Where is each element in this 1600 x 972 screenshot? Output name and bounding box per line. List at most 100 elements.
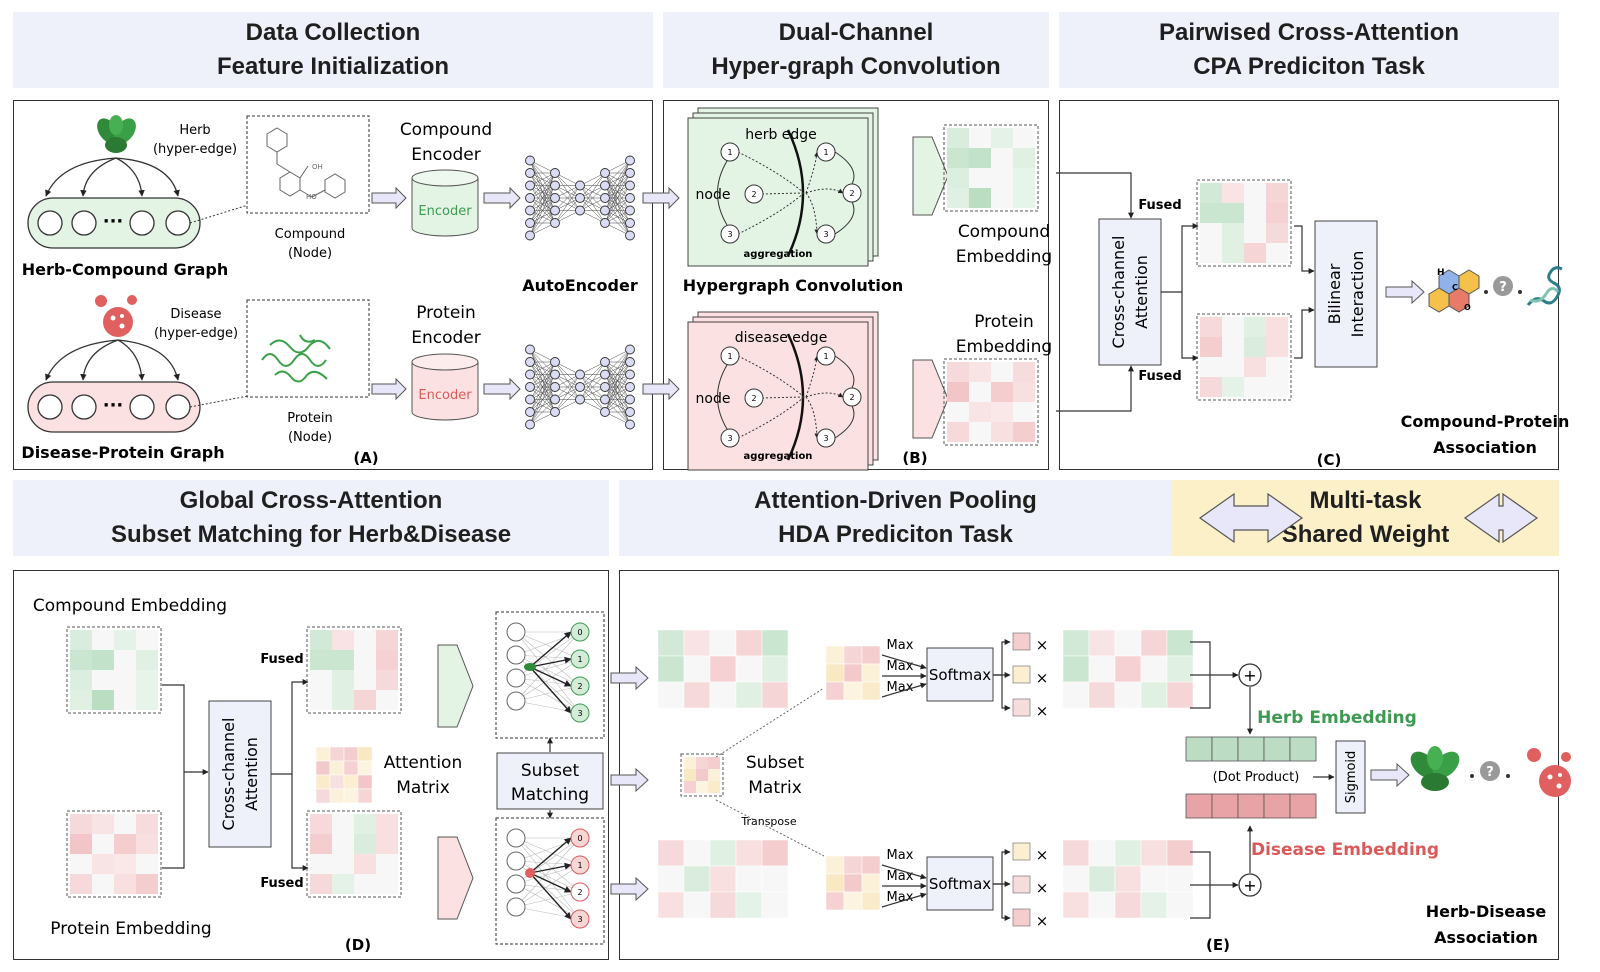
matrix-cell xyxy=(1140,681,1168,709)
matrix-cell xyxy=(354,814,376,834)
matrix-cell xyxy=(136,834,158,854)
matrix-cell xyxy=(354,630,376,650)
network-node xyxy=(525,382,535,392)
matrix-cell xyxy=(1013,402,1035,422)
panel-b-tag: (B) xyxy=(902,449,927,467)
network-node xyxy=(600,218,610,228)
header-attention-pooling: Attention-Driven Pooling HDA Prediciton … xyxy=(619,480,1172,556)
graph-node xyxy=(720,224,740,244)
matching-node xyxy=(570,909,590,929)
compound-node-label: Compound xyxy=(275,227,346,242)
matrix-cell xyxy=(332,814,354,834)
dot-product-label: (Dot Product) xyxy=(1213,770,1300,785)
bilinear-label: Bilinear xyxy=(1325,263,1344,324)
weight-cell xyxy=(1012,632,1031,651)
matrix-cell xyxy=(761,891,789,919)
matrix-cell xyxy=(1200,243,1222,263)
aggregation-label: aggregation xyxy=(744,451,813,462)
compound-embedding-label: Compound Embedding xyxy=(33,596,227,616)
herb-icon xyxy=(524,663,536,671)
max-label: Max xyxy=(887,869,914,884)
matrix-frame xyxy=(306,810,402,898)
node-edge xyxy=(834,405,855,439)
matrix-cell xyxy=(329,788,345,804)
autoencoder-label: AutoEncoder xyxy=(522,276,638,295)
matching-node xyxy=(570,676,590,696)
disease-hyperedge xyxy=(27,381,201,433)
matrix-cell xyxy=(357,760,373,776)
matrix-frame xyxy=(1196,179,1292,267)
matrix-cell xyxy=(1013,362,1035,382)
header-c-line2: CPA Prediciton Task xyxy=(1193,53,1425,80)
network-node xyxy=(575,205,585,216)
match-node-0: 0 xyxy=(577,834,582,843)
matrix-cell xyxy=(861,663,881,683)
network-edge xyxy=(604,361,631,413)
subset-matrix xyxy=(680,753,724,797)
aggregation-edge xyxy=(737,396,805,439)
matrix-cell xyxy=(310,690,332,710)
network-edge xyxy=(579,172,606,199)
matrix-cell xyxy=(709,865,737,893)
matrix-cell xyxy=(1166,655,1194,683)
matrix-cell xyxy=(357,774,373,790)
network-node xyxy=(525,168,535,178)
matrix-cell xyxy=(861,873,881,893)
matrix-cell xyxy=(1088,865,1116,893)
network-edge xyxy=(604,374,631,413)
plus-sign: + xyxy=(1243,876,1256,895)
network-node xyxy=(625,168,635,178)
matrix-cell xyxy=(696,769,708,781)
max-label: Max xyxy=(887,638,914,653)
matrix-cell xyxy=(1222,377,1244,397)
match-node-1: 1 xyxy=(577,861,582,870)
propagation-edge xyxy=(805,188,844,194)
network-node xyxy=(600,193,610,203)
network-edge xyxy=(579,185,606,211)
times-sign: × xyxy=(1036,669,1049,687)
matrix-cell xyxy=(1140,629,1168,657)
matrix-cell xyxy=(1088,629,1116,657)
matrix-cell xyxy=(354,650,376,670)
matrix-cell xyxy=(735,629,763,657)
arrow-icon xyxy=(371,186,407,210)
matrix-cell xyxy=(310,874,332,894)
matrix-cell xyxy=(114,670,136,690)
node-edge xyxy=(717,160,728,226)
vector-cell xyxy=(1289,736,1317,762)
softmax-label: Softmax xyxy=(929,666,991,684)
matrix-cell xyxy=(657,891,685,919)
matrix-frame xyxy=(943,124,1039,212)
matching-node xyxy=(506,645,526,665)
matrix-cell xyxy=(1140,655,1168,683)
times-sign: × xyxy=(1036,636,1049,654)
matrix-cell xyxy=(1266,337,1288,357)
matching-edge xyxy=(515,837,581,866)
matrix-cell xyxy=(947,382,969,402)
herb-embedding-vector xyxy=(1185,736,1317,762)
matrix-cell xyxy=(991,362,1013,382)
matrix-frame xyxy=(66,626,162,714)
matrix-cell xyxy=(136,874,158,894)
graph-node xyxy=(816,346,836,366)
matrix-cell xyxy=(1244,337,1266,357)
subset-matrix-sub: Matrix xyxy=(748,778,802,798)
matching-edge xyxy=(515,631,581,714)
graph-node xyxy=(816,224,836,244)
matrix-cell xyxy=(861,681,881,701)
network-node xyxy=(550,369,560,380)
matching-node xyxy=(570,828,590,848)
match-node-0: 0 xyxy=(577,628,582,637)
compound-encoder-label: Compound xyxy=(400,120,492,140)
matrix-cell xyxy=(969,382,991,402)
matrix-frame xyxy=(306,626,402,714)
matching-edge xyxy=(515,631,581,679)
matrix-cell xyxy=(1088,891,1116,919)
matrix-cell xyxy=(1166,891,1194,919)
aggregation-edge xyxy=(737,192,805,235)
matrix-cell xyxy=(70,814,92,834)
matrix-cell xyxy=(861,645,881,665)
protein-structure-box xyxy=(246,299,370,398)
matrix-cell xyxy=(1222,337,1244,357)
